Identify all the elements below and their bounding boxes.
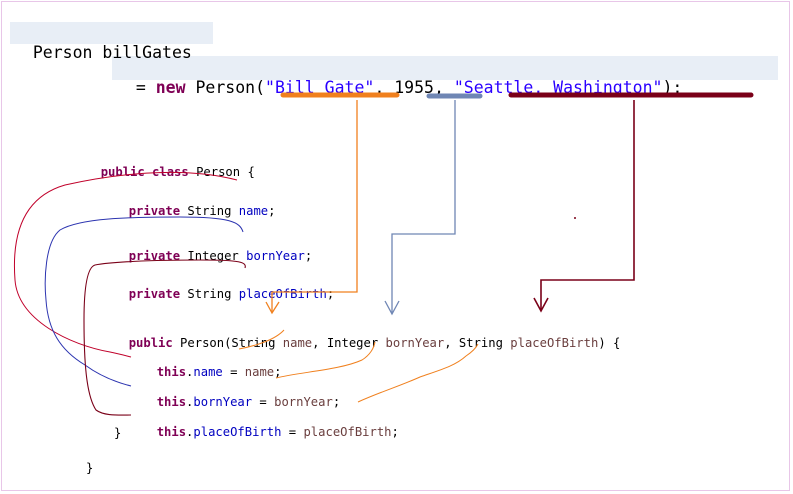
dot: .: [186, 365, 194, 379]
keyword: public: [128, 336, 173, 350]
darkred-curve-placeofbirth-field: [83, 259, 246, 416]
blue-arrowhead: [384, 300, 400, 316]
darkred-arrowhead: [533, 297, 549, 313]
declaration-line-1: Person billGates: [13, 23, 192, 63]
argument-place: "Seattle, Washington": [453, 78, 663, 97]
semicolon: ;: [274, 365, 282, 379]
constructor-signature-line: public Person(String name, Integer bornY…: [114, 319, 621, 351]
parameter-bornyear: bornYear: [385, 336, 445, 350]
dot: .: [186, 425, 194, 439]
class-name: Person {: [188, 165, 255, 179]
declaration-type: Person: [32, 43, 93, 62]
parameter-name: placeOfBirth: [303, 425, 392, 439]
blue-curve-bornyear-field: [44, 216, 244, 387]
declaration-constructor: Person(: [195, 78, 266, 97]
assignment-line-placeofbirth: this.placeOfBirth = placeOfBirth;: [142, 408, 399, 440]
declaration-new-keyword: new: [155, 78, 186, 97]
darkred-connector-arrow: [540, 100, 635, 310]
keyword: private: [128, 204, 181, 218]
semicolon: ;: [268, 204, 276, 218]
dot: .: [186, 395, 194, 409]
signature-part: ) {: [598, 336, 621, 350]
declaration-variable: billGates: [102, 43, 192, 62]
class-close-brace: }: [86, 461, 94, 475]
field-name: placeOfBirth: [238, 287, 327, 301]
this-keyword: this: [156, 365, 187, 379]
constructor-close-brace: }: [114, 426, 122, 440]
field-name: placeOfBirth: [193, 425, 282, 439]
orange-arrowhead: [265, 301, 280, 315]
declaration-close: );: [662, 78, 683, 97]
comma: ,: [433, 78, 454, 97]
field-type: String: [180, 287, 239, 301]
signature-part: , Integer: [312, 336, 386, 350]
assignment-line-name: this.name = name;: [142, 348, 282, 380]
equals: =: [252, 395, 275, 409]
parameter-name: name: [244, 365, 275, 379]
keyword: private: [128, 287, 181, 301]
signature-part: , String: [444, 336, 511, 350]
argument-name: "Bill Gate": [265, 78, 375, 97]
equals: =: [222, 365, 245, 379]
keyword: private: [128, 249, 181, 263]
field-name: name: [193, 365, 223, 379]
comma: ,: [374, 78, 395, 97]
declaration-highlight-1: [10, 22, 213, 44]
equals: =: [281, 425, 304, 439]
semicolon: ;: [332, 395, 341, 409]
field-name: name: [238, 204, 269, 218]
parameter-name: bornYear: [274, 395, 333, 409]
assignment-line-bornyear: this.bornYear = bornYear;: [142, 378, 340, 410]
blue-connector-arrow: [391, 100, 456, 313]
declaration-highlight-2: [112, 56, 778, 80]
this-keyword: this: [156, 425, 187, 439]
field-name: bornYear: [246, 249, 305, 263]
this-keyword: this: [156, 395, 187, 409]
field-type: String: [180, 204, 239, 218]
field-line-name: private String name;: [114, 187, 276, 219]
argument-year: 1955: [394, 78, 434, 97]
orange-connector-arrow: [271, 100, 358, 312]
declaration-assign: =: [135, 78, 146, 97]
field-line-placeofbirth: private String placeOfBirth;: [114, 270, 334, 302]
orange-curve-name: [238, 329, 285, 350]
class-declaration-line: public class Person {: [86, 148, 255, 180]
declaration-line-2: = new Person("Bill Gate", 1955, "Seattle…: [116, 58, 682, 98]
orange-curve-bornyear: [275, 341, 376, 379]
semicolon: ;: [391, 425, 399, 439]
red-curve-name-field: [13, 171, 238, 358]
field-name: bornYear: [193, 395, 253, 409]
orange-curve-placeofbirth: [357, 343, 479, 403]
parameter-placeofbirth: placeOfBirth: [510, 336, 599, 350]
stray-dot: [574, 217, 576, 219]
parameter-name: name: [282, 336, 313, 350]
semicolon: ;: [304, 249, 313, 263]
semicolon: ;: [326, 287, 335, 301]
